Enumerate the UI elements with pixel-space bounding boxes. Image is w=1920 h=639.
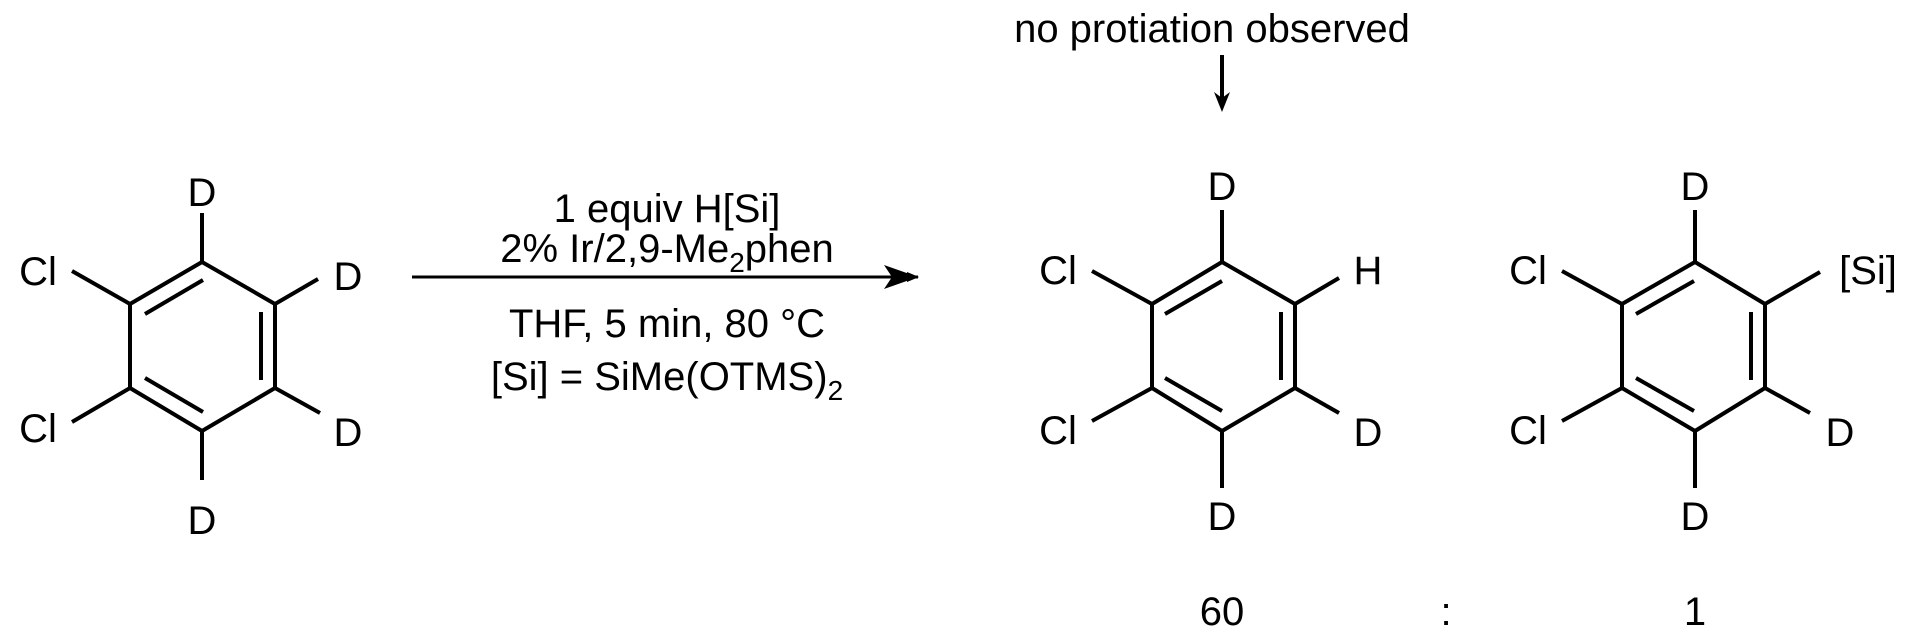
condition-catalyst: 2% Ir/2,9-Me2phen [500, 227, 834, 278]
atom-label-cl-top: Cl [1509, 249, 1547, 293]
atom-label-d-right-bottom: D [1354, 411, 1383, 455]
atom-label-cl-bottom: Cl [19, 407, 57, 451]
condition-reagent: 1 equiv H[Si] [554, 187, 781, 231]
atom-label-d-right-bottom: D [1826, 411, 1855, 455]
atom-label-d-right-top: D [334, 255, 363, 299]
benzene-ring [1150, 260, 1297, 433]
benzene-ring [1620, 260, 1767, 433]
atom-label-d-bottom: D [1208, 495, 1237, 539]
atom-label-cl-bottom: Cl [1039, 409, 1077, 453]
atom-label-d-top: D [1208, 165, 1237, 209]
atom-label-d-top: D [1681, 165, 1710, 209]
product-1-ratio: 60 [1200, 590, 1245, 634]
atom-label-cl-top: Cl [19, 250, 57, 294]
benzene-ring [128, 260, 277, 433]
reaction-arrow-group: 1 equiv H[Si] 2% Ir/2,9-Me2phen THF, 5 m… [412, 187, 919, 406]
condition-si-definition: [Si] = SiMe(OTMS)2 [491, 355, 843, 406]
product-2-structure: D [Si] D D Cl Cl 1 [1509, 165, 1897, 634]
arrowhead-icon [884, 265, 918, 289]
atom-label-cl-top: Cl [1039, 249, 1077, 293]
atom-label-si-right-top: [Si] [1839, 249, 1897, 293]
atom-label-cl-bottom: Cl [1509, 409, 1547, 453]
atom-label-d-right-bottom: D [334, 411, 363, 455]
atom-label-d-top: D [188, 171, 217, 215]
atom-label-d-bottom: D [1681, 495, 1710, 539]
annotation: no protiation observed [1014, 7, 1410, 112]
product-2-ratio: 1 [1684, 590, 1706, 634]
reactant-structure: D D D D Cl Cl [19, 171, 362, 543]
condition-solvent-time-temp: THF, 5 min, 80 °C [509, 302, 825, 346]
atom-label-d-bottom: D [188, 499, 217, 543]
ratio-separator: : [1440, 590, 1451, 634]
atom-label-h-right-top: H [1354, 249, 1383, 293]
annotation-text: no protiation observed [1014, 7, 1410, 51]
product-1-structure: D H D D Cl Cl 60 [1039, 165, 1382, 634]
down-arrow-icon [1214, 92, 1230, 112]
